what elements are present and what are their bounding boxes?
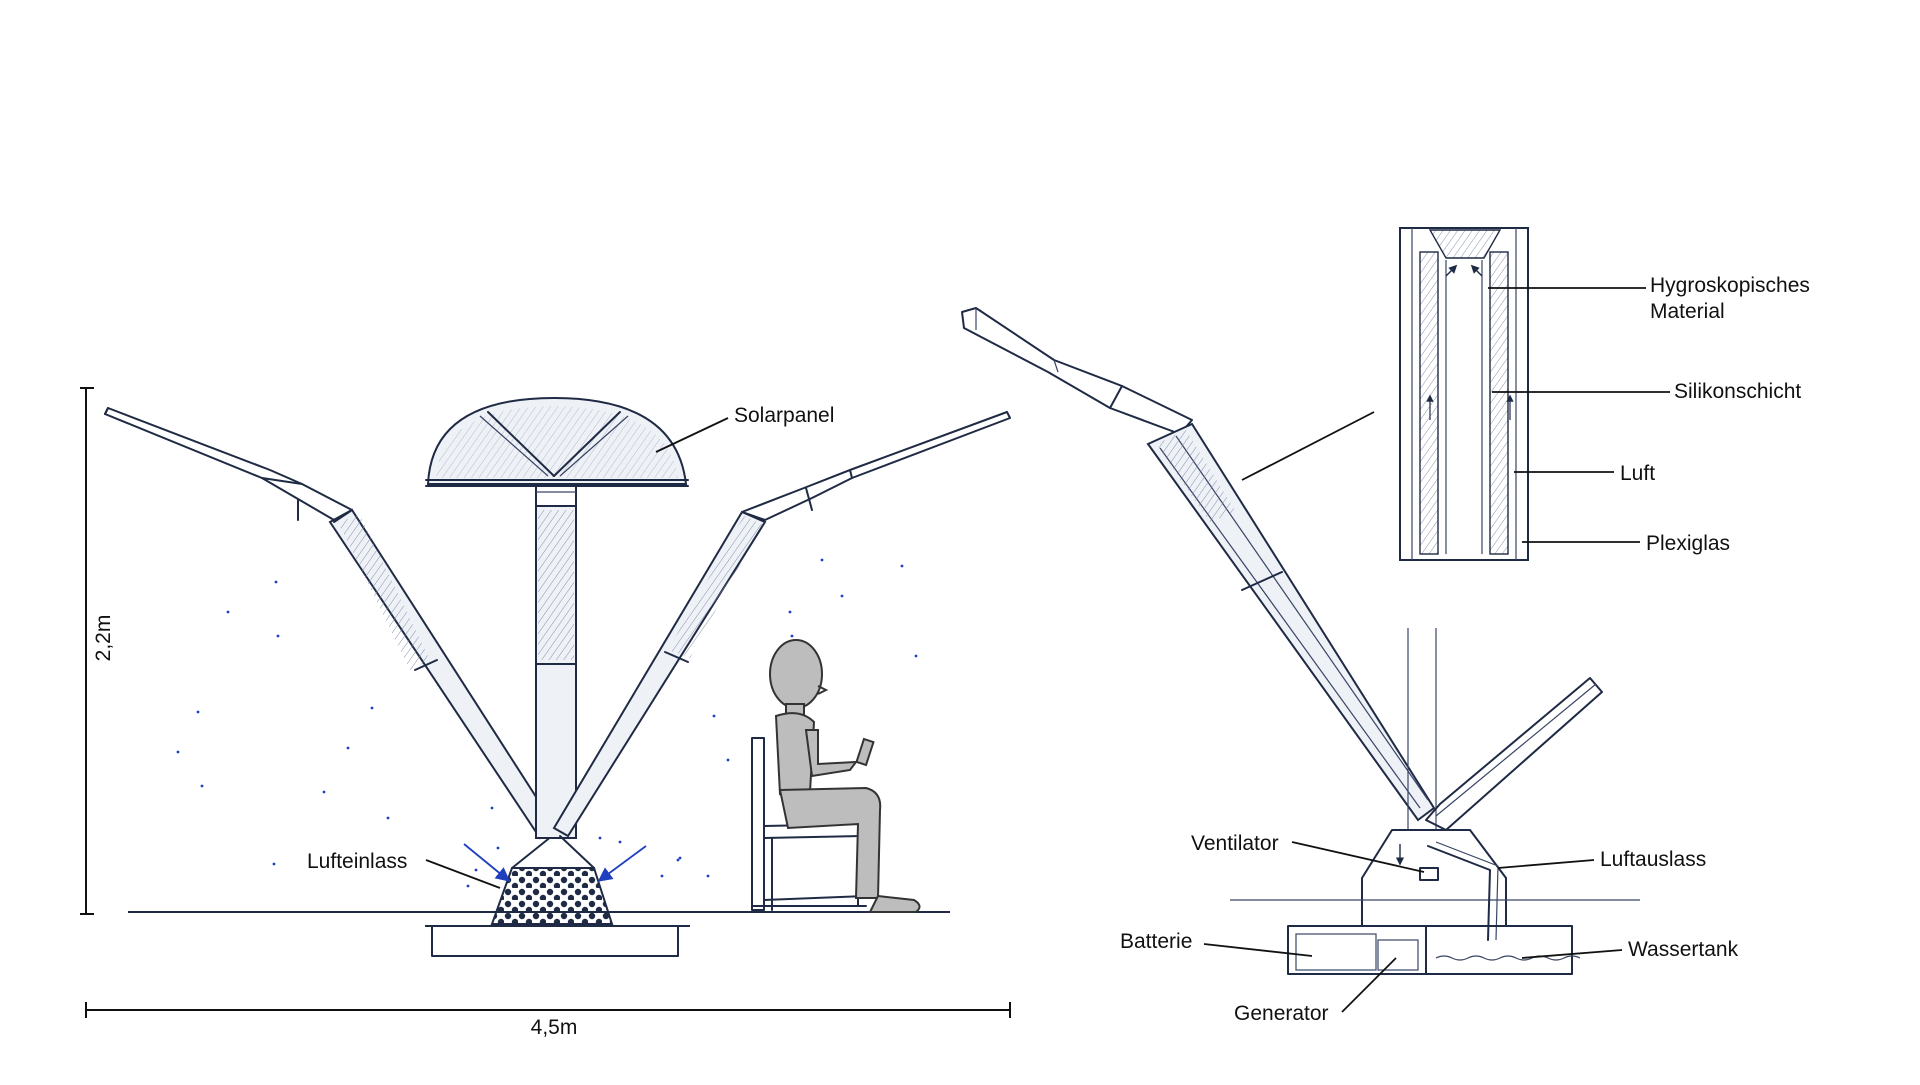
label-ventilator: Ventilator xyxy=(1191,832,1279,855)
label-solarpanel: Solarpanel xyxy=(734,404,834,427)
label-generator: Generator xyxy=(1234,1002,1329,1025)
seated-person-figure xyxy=(769,639,921,913)
base-housing xyxy=(1361,829,1507,927)
foundation-slab xyxy=(431,925,679,957)
height-dimension-label: 2,2m xyxy=(92,615,115,662)
section-arm-lower xyxy=(1146,422,1436,822)
intake-arrow-left xyxy=(463,843,511,882)
left-elevation-drawing: 2,2m 4,5m Solarpanel Lufteinlass xyxy=(80,387,1011,1039)
label-luft: Luft xyxy=(1620,462,1655,485)
right-arm-upper xyxy=(741,411,1011,521)
fan xyxy=(1419,867,1439,881)
battery-box xyxy=(1295,933,1377,971)
label-plexiglas: Plexiglas xyxy=(1646,532,1730,555)
inset-left-layer xyxy=(1419,251,1439,555)
base-tanks xyxy=(1287,925,1573,975)
label-hygroscopic-line1: Hygroskopisches xyxy=(1650,274,1810,297)
label-wassertank: Wassertank xyxy=(1628,938,1739,961)
left-arm-upper xyxy=(104,407,353,521)
inset-right-layer xyxy=(1489,251,1509,555)
width-dimension-label: 4,5m xyxy=(531,1016,578,1039)
detail-inset xyxy=(1399,227,1529,561)
right-section-drawing: Ventilator Luftauslass Batterie Wasserta… xyxy=(961,227,1810,1025)
label-lufteinlass: Lufteinlass xyxy=(307,850,407,873)
generator-box xyxy=(1377,939,1419,971)
air-particles xyxy=(176,558,918,888)
water-surface xyxy=(1435,955,1581,961)
solar-panel-dome xyxy=(425,396,689,487)
intake-arrow-right xyxy=(597,845,647,882)
label-batterie: Batterie xyxy=(1120,930,1192,953)
label-hygroscopic-line2: Material xyxy=(1650,300,1725,323)
air-intake-cone xyxy=(490,867,614,925)
section-arm-right xyxy=(1425,677,1603,831)
label-luftauslass: Luftauslass xyxy=(1600,848,1706,871)
label-silikonschicht: Silikonschicht xyxy=(1674,380,1801,403)
